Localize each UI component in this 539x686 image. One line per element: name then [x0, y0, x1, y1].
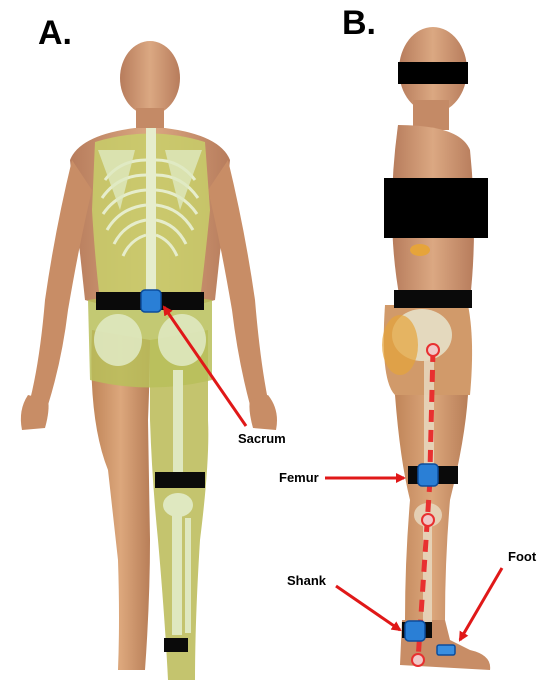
chest-censor-bar [384, 178, 488, 238]
posterior-body [21, 41, 277, 680]
knee-joint-marker [422, 514, 434, 526]
face-censor-bar [398, 62, 468, 84]
sacrum-label: Sacrum [238, 431, 286, 446]
waist-strap-b [394, 290, 472, 308]
thigh-strap-a [155, 472, 205, 488]
femur-label: Femur [279, 470, 319, 485]
foot-imu-sensor-icon [437, 645, 455, 655]
ankle-strap-a [164, 638, 188, 652]
foot-arrow-icon [460, 568, 502, 640]
sacrum-imu-sensor-icon [141, 290, 161, 312]
shank-arrow-icon [336, 586, 400, 630]
hip-joint-marker [427, 344, 439, 356]
shank-label: Shank [287, 573, 326, 588]
shank-imu-sensor-icon [405, 621, 425, 641]
femur-imu-sensor-icon [418, 464, 438, 486]
ankle-joint-marker [412, 654, 424, 666]
foot-label: Foot [508, 549, 536, 564]
